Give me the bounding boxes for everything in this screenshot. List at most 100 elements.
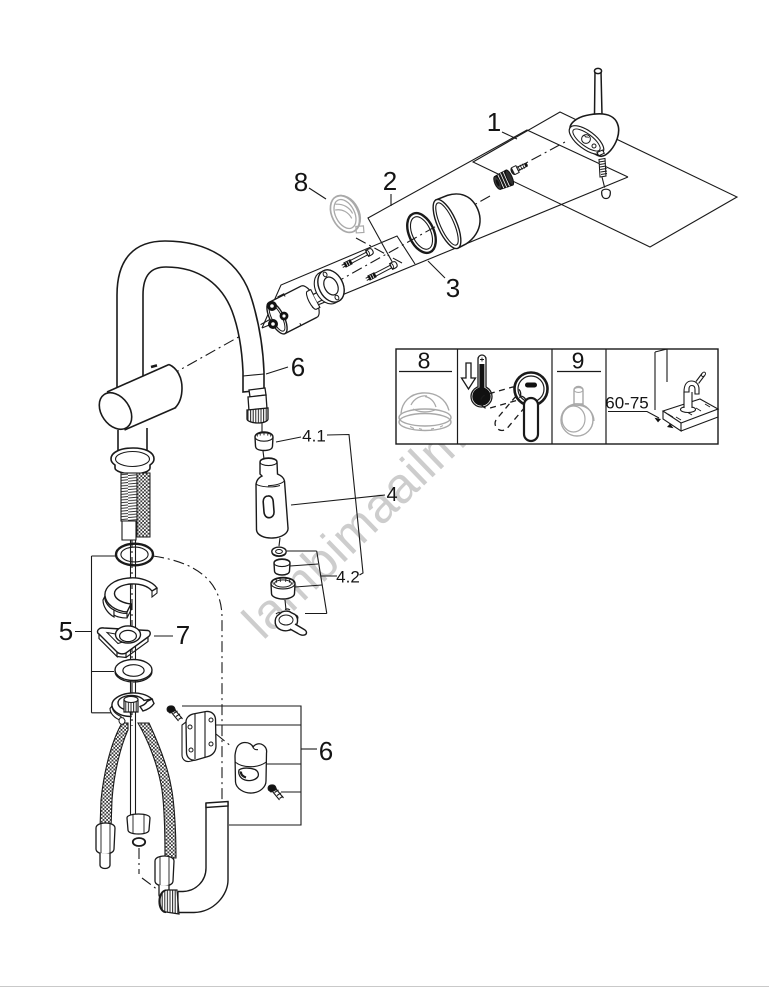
sprayhead-column	[254, 431, 308, 636]
part-label-4-1: 4.1	[302, 426, 326, 446]
cartridge-flange-ring	[313, 269, 345, 305]
part8-spokes	[335, 203, 354, 219]
cartridge-assembly	[266, 248, 398, 335]
faucet-body	[98, 240, 265, 541]
axis-part8	[355, 237, 403, 264]
axis-41-to-head	[262, 450, 265, 460]
part8-limiter	[329, 194, 365, 234]
inset-handle-dot	[525, 382, 537, 388]
inset-dividers	[456, 349, 607, 444]
axis-head-to-washer	[278, 537, 281, 547]
label6-top-leader	[265, 366, 289, 375]
part-label-4-2: 4.2	[336, 567, 360, 587]
label41-leader	[275, 436, 302, 443]
install-arrowhead	[654, 417, 661, 423]
pullout-hose-outline	[178, 801, 229, 914]
label4-leader	[290, 494, 386, 506]
grub-screw	[510, 162, 528, 176]
part-label-4: 4	[386, 484, 398, 506]
bracket-side	[181, 721, 197, 763]
inset-part9-drawing	[560, 385, 595, 437]
base-oring-inner	[120, 546, 149, 563]
body-endcap	[98, 391, 133, 431]
tick-restrictor	[289, 563, 319, 567]
part-label-6-hose: 6	[290, 352, 306, 382]
inset-handle-ghost-levers	[480, 386, 528, 432]
axis-aerator-to-ring	[284, 599, 287, 611]
axis-bracket-to-weight	[215, 733, 233, 748]
horseshoe-upper	[102, 577, 159, 619]
oring-and-cap	[406, 193, 481, 255]
adapter-nut	[493, 169, 515, 190]
install-wall-lines	[654, 348, 668, 410]
supply-hoses	[95, 521, 229, 915]
head-washer	[271, 546, 287, 558]
handle-hole	[581, 134, 597, 149]
part-label-5: 5	[58, 616, 74, 646]
part42-sub-bracket	[316, 550, 328, 614]
inset-label-8: 8	[417, 347, 431, 374]
inset-dimension-text: 60-75	[605, 393, 649, 413]
handle-set-screw	[598, 157, 608, 178]
part-label-2: 2	[382, 166, 398, 196]
triangle-bracket	[96, 625, 151, 659]
body-marks	[150, 364, 158, 369]
dome-cap-opening-inner	[435, 202, 459, 246]
handle-cap-nut	[600, 188, 611, 200]
group2-outline-box	[367, 129, 629, 268]
inset-label-9: 9	[571, 347, 585, 374]
weight-screw-1	[166, 705, 183, 722]
base-oring	[114, 542, 155, 567]
inset-part8-drawing	[398, 392, 452, 432]
threaded-shank	[120, 472, 138, 522]
part-label-8: 8	[293, 167, 309, 197]
body-top-edge	[106, 363, 170, 393]
inset-handle-lever	[522, 396, 540, 443]
footer-rule	[0, 986, 769, 987]
weight-screw-2	[267, 784, 284, 801]
triangle-boss	[114, 625, 142, 644]
mounting-stack	[75, 542, 173, 725]
flange-base	[110, 447, 155, 475]
handle-notch	[596, 149, 606, 157]
spout-arc	[116, 240, 265, 393]
label8-leader	[308, 187, 327, 200]
weight-slot	[238, 767, 260, 782]
spray-ring-center	[278, 614, 294, 626]
inset-thermometer	[460, 354, 493, 408]
flange-top-ellipse	[114, 450, 151, 468]
spray-head	[255, 457, 289, 539]
cap-oring-outer	[406, 211, 437, 255]
handle-pin-top	[593, 67, 603, 75]
part-label-7: 7	[175, 620, 191, 650]
install-deck-hatch	[667, 403, 711, 421]
weight-seam	[234, 761, 267, 768]
label1-leader	[501, 131, 518, 140]
left-hose-nut	[95, 822, 116, 870]
flow-restrictor	[273, 558, 291, 576]
triangle-boss-hole	[118, 629, 137, 643]
spout-seam	[242, 373, 265, 377]
install-faucet-spout	[683, 380, 700, 395]
braid-band	[136, 472, 151, 538]
hose-weight	[234, 741, 268, 794]
down-arrow-icon	[460, 362, 477, 391]
inset-outer-frame	[395, 348, 719, 445]
hose-guide-bracket	[181, 710, 217, 763]
axis-screw-to-cap	[601, 176, 606, 190]
inset-install-drawing	[608, 348, 720, 433]
spray-ring-lever	[289, 623, 308, 636]
body-bottom-edge	[124, 406, 177, 431]
stack-washer	[114, 658, 153, 683]
dome-cap	[432, 193, 481, 250]
connector-knurl	[246, 407, 269, 424]
part-label-3: 3	[445, 273, 461, 303]
weight-group	[166, 705, 317, 826]
thermometer-plus	[480, 357, 484, 362]
bracket-channel	[194, 711, 206, 759]
install-arrowhead-2	[667, 423, 674, 429]
install-deck-front	[662, 409, 719, 433]
inset-box	[395, 348, 720, 445]
left-braided-hose	[99, 722, 129, 829]
